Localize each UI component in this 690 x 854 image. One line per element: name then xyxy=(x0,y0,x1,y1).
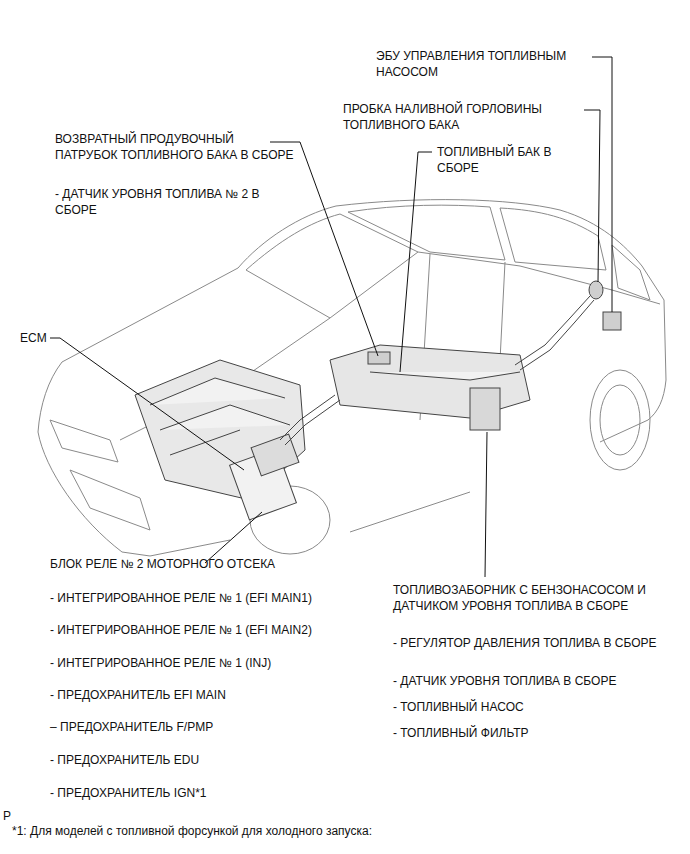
sub-part-label: - ДАТЧИК УРОВНЯ ТОПЛИВА № 2 В СБОРЕ xyxy=(55,186,295,218)
figure-code: P xyxy=(3,808,11,824)
part-label: БЛОК РЕЛЕ № 2 МОТОРНОГО ОТСЕКА xyxy=(50,556,275,572)
leader-line xyxy=(270,142,378,356)
leader-line xyxy=(592,57,612,312)
part-label: ВОЗВРАТНЫЙ ПРОДУВОЧНЫЙ ПАТРУБОК ТОПЛИВНО… xyxy=(55,131,295,163)
sub-part-label: - ТОПЛИВНЫЙ НАСОС xyxy=(393,699,524,715)
leader-lines xyxy=(50,57,612,577)
leader-line xyxy=(205,512,262,563)
part-label: ТОПЛИВОЗАБОРНИК С БЕНЗОНАСОСОМ И ДАТЧИКО… xyxy=(393,582,683,614)
car-body xyxy=(38,200,666,556)
part-label: ТОПЛИВНЫЙ БАК В СБОРЕ xyxy=(437,144,577,176)
fuel-system xyxy=(135,281,621,520)
leader-line xyxy=(584,110,600,282)
sub-part-label: - ПРЕДОХРАНИТЕЛЬ EFI MAIN xyxy=(50,687,226,703)
part-label: ЭБУ УПРАВЛЕНИЯ ТОПЛИВНЫМ НАСОСОМ xyxy=(376,48,591,80)
leader-line xyxy=(485,432,487,577)
sub-part-label: - ИНТЕГРИРОВАННОЕ РЕЛЕ № 1 (EFI MAIN2) xyxy=(50,622,312,638)
sub-part-label: - РЕГУЛЯТОР ДАВЛЕНИЯ ТОПЛИВА В СБОРЕ xyxy=(393,635,663,651)
part-label: ECM xyxy=(20,330,47,346)
sub-part-label: - ИНТЕГРИРОВАННОЕ РЕЛЕ № 1 (EFI MAIN1) xyxy=(50,590,312,606)
sub-part-label: - ПРЕДОХРАНИТЕЛЬ IGN*1 xyxy=(50,785,206,801)
sub-part-label: - ПРЕДОХРАНИТЕЛЬ EDU xyxy=(50,752,199,768)
leader-line xyxy=(50,338,244,470)
sub-part-label: - ДАТЧИК УРОВНЯ ТОПЛИВА В СБОРЕ xyxy=(393,673,616,689)
leader-line xyxy=(400,152,432,372)
part-label: ПРОБКА НАЛИВНОЙ ГОРЛОВИНЫ ТОПЛИВНОГО БАК… xyxy=(343,101,583,133)
footnote: *1: Для моделей с топливной форсункой дл… xyxy=(12,823,372,839)
sub-part-label: - ТОПЛИВНЫЙ ФИЛЬТР xyxy=(393,725,528,741)
sub-part-label: – ПРЕДОХРАНИТЕЛЬ F/PMP xyxy=(50,719,213,735)
sub-part-label: - ИНТЕГРИРОВАННОЕ РЕЛЕ № 1 (INJ) xyxy=(50,655,271,671)
